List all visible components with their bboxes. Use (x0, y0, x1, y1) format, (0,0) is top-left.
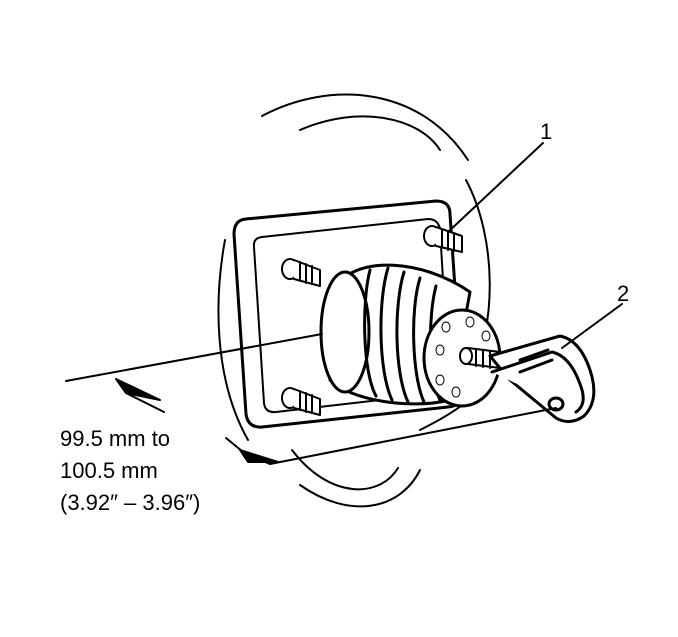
dimension-text-line-1: 99.5 mm to (60, 426, 171, 451)
callout-number-2: 2 (617, 281, 630, 306)
dimension-arrows (115, 378, 279, 463)
leader-lines (447, 142, 623, 349)
callout-number-1: 1 (540, 119, 553, 144)
stud-upper-left (281, 258, 321, 287)
wheel-studs (281, 225, 463, 416)
dimension-text-line-2: 100.5 mm (60, 458, 158, 483)
dimension-text-line-3: (3.92″ – 3.96″) (60, 490, 201, 515)
stud-lower-left (281, 387, 321, 416)
stud-upper-right (423, 225, 463, 253)
clevis-tool (488, 334, 596, 423)
sensor-stud (459, 347, 501, 369)
rotation-arcs (217, 93, 491, 508)
